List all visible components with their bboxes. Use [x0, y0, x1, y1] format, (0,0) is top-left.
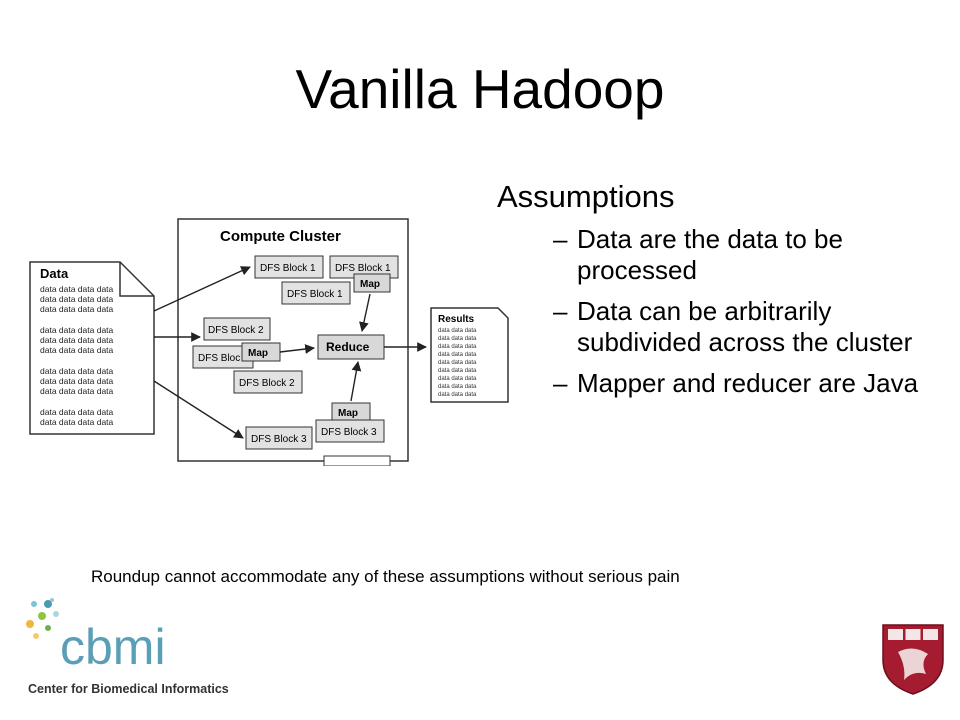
map-box: Map — [331, 402, 371, 422]
assumptions-section: Assumptions – Data are the data to be pr… — [497, 178, 927, 409]
results-label: Results — [438, 314, 475, 325]
results-document-icon — [430, 307, 509, 403]
svg-text:Map: Map — [360, 279, 380, 290]
map-box: Map — [241, 342, 281, 362]
cbmi-logo: cbmi Center for Biomedical Informatics — [26, 598, 229, 696]
data-line: data data data data — [40, 376, 114, 386]
hadoop-diagram: Data data data data data data data data … — [29, 218, 509, 466]
data-line: data data data data — [40, 407, 114, 417]
bullet-dash: – — [553, 368, 568, 398]
list-item: – Data are the data to be processed — [553, 224, 927, 286]
partial-box — [323, 455, 391, 466]
list-item: – Mapper and reducer are Java — [553, 368, 927, 399]
results-line: data data data — [438, 360, 477, 366]
reduce-box: Reduce — [317, 334, 385, 360]
data-line: data data data data — [40, 294, 114, 304]
svg-text:DFS Block 1: DFS Block 1 — [260, 263, 316, 274]
dfs-block-box: DFS Block 2 — [203, 317, 271, 341]
svg-text:DFS Block 2: DFS Block 2 — [208, 325, 264, 336]
data-line: data data data data — [40, 335, 114, 345]
svg-text:DFS Block 2: DFS Block 2 — [239, 378, 295, 389]
svg-text:Map: Map — [248, 348, 268, 359]
results-line: data data data — [438, 352, 477, 358]
assumptions-heading: Assumptions — [497, 179, 675, 214]
results-line: data data data — [438, 328, 477, 334]
list-item: – Data can be arbitrarily subdivided acr… — [553, 296, 927, 358]
results-line: data data data — [438, 392, 477, 398]
map-box: Map — [353, 273, 391, 293]
cbmi-dots-icon — [26, 598, 59, 639]
data-document-icon — [29, 261, 155, 435]
data-line: data data data data — [40, 366, 114, 376]
slide-title: Vanilla Hadoop — [295, 58, 665, 120]
data-line: data data data data — [40, 284, 114, 294]
assumptions-list: – Data are the data to be processed – Da… — [497, 224, 927, 399]
results-line: data data data — [438, 368, 477, 374]
dfs-block-box: DFS Block 1 — [254, 255, 324, 279]
bullet-text: Data can be arbitrarily subdivided acros… — [577, 296, 913, 357]
results-line: data data data — [438, 384, 477, 390]
svg-text:DFS Block 1: DFS Block 1 — [335, 263, 391, 274]
data-doc-label: Data — [40, 266, 69, 281]
data-line: data data data data — [40, 386, 114, 396]
dfs-block-box: DFS Block 2 — [233, 370, 303, 394]
results-line: data data data — [438, 344, 477, 350]
logo-tagline: Center for Biomedical Informatics — [28, 682, 229, 696]
data-line: data data data data — [40, 325, 114, 335]
svg-text:DFS Block 3: DFS Block 3 — [251, 434, 307, 445]
footnote: Roundup cannot accommodate any of these … — [91, 567, 680, 586]
bullet-text: Mapper and reducer are Java — [577, 368, 919, 398]
data-line: data data data data — [40, 345, 114, 355]
svg-text:DFS Block 3: DFS Block 3 — [321, 427, 377, 438]
results-line: data data data — [438, 336, 477, 342]
bullet-dash: – — [553, 224, 568, 254]
results-line: data data data — [438, 376, 477, 382]
cluster-title: Compute Cluster — [220, 228, 341, 245]
svg-text:Reduce: Reduce — [326, 340, 370, 354]
logo-wordmark: cbmi — [60, 619, 166, 675]
bullet-text: Data are the data to be processed — [577, 224, 843, 285]
flow-arrows — [153, 266, 427, 439]
bullet-dash: – — [553, 296, 568, 326]
data-line: data data data data — [40, 417, 114, 427]
data-line: data data data data — [40, 304, 114, 314]
harvard-shield-icon — [882, 624, 944, 695]
svg-text:DFS Bloc: DFS Bloc — [198, 353, 240, 364]
svg-text:Map: Map — [338, 408, 358, 419]
svg-text:DFS Block 1: DFS Block 1 — [287, 289, 343, 300]
dfs-block-box: DFS Block 1 — [281, 281, 351, 305]
dfs-block-box: DFS Block 3 — [245, 426, 313, 450]
dfs-block-box: DFS Block 3 — [315, 419, 385, 443]
